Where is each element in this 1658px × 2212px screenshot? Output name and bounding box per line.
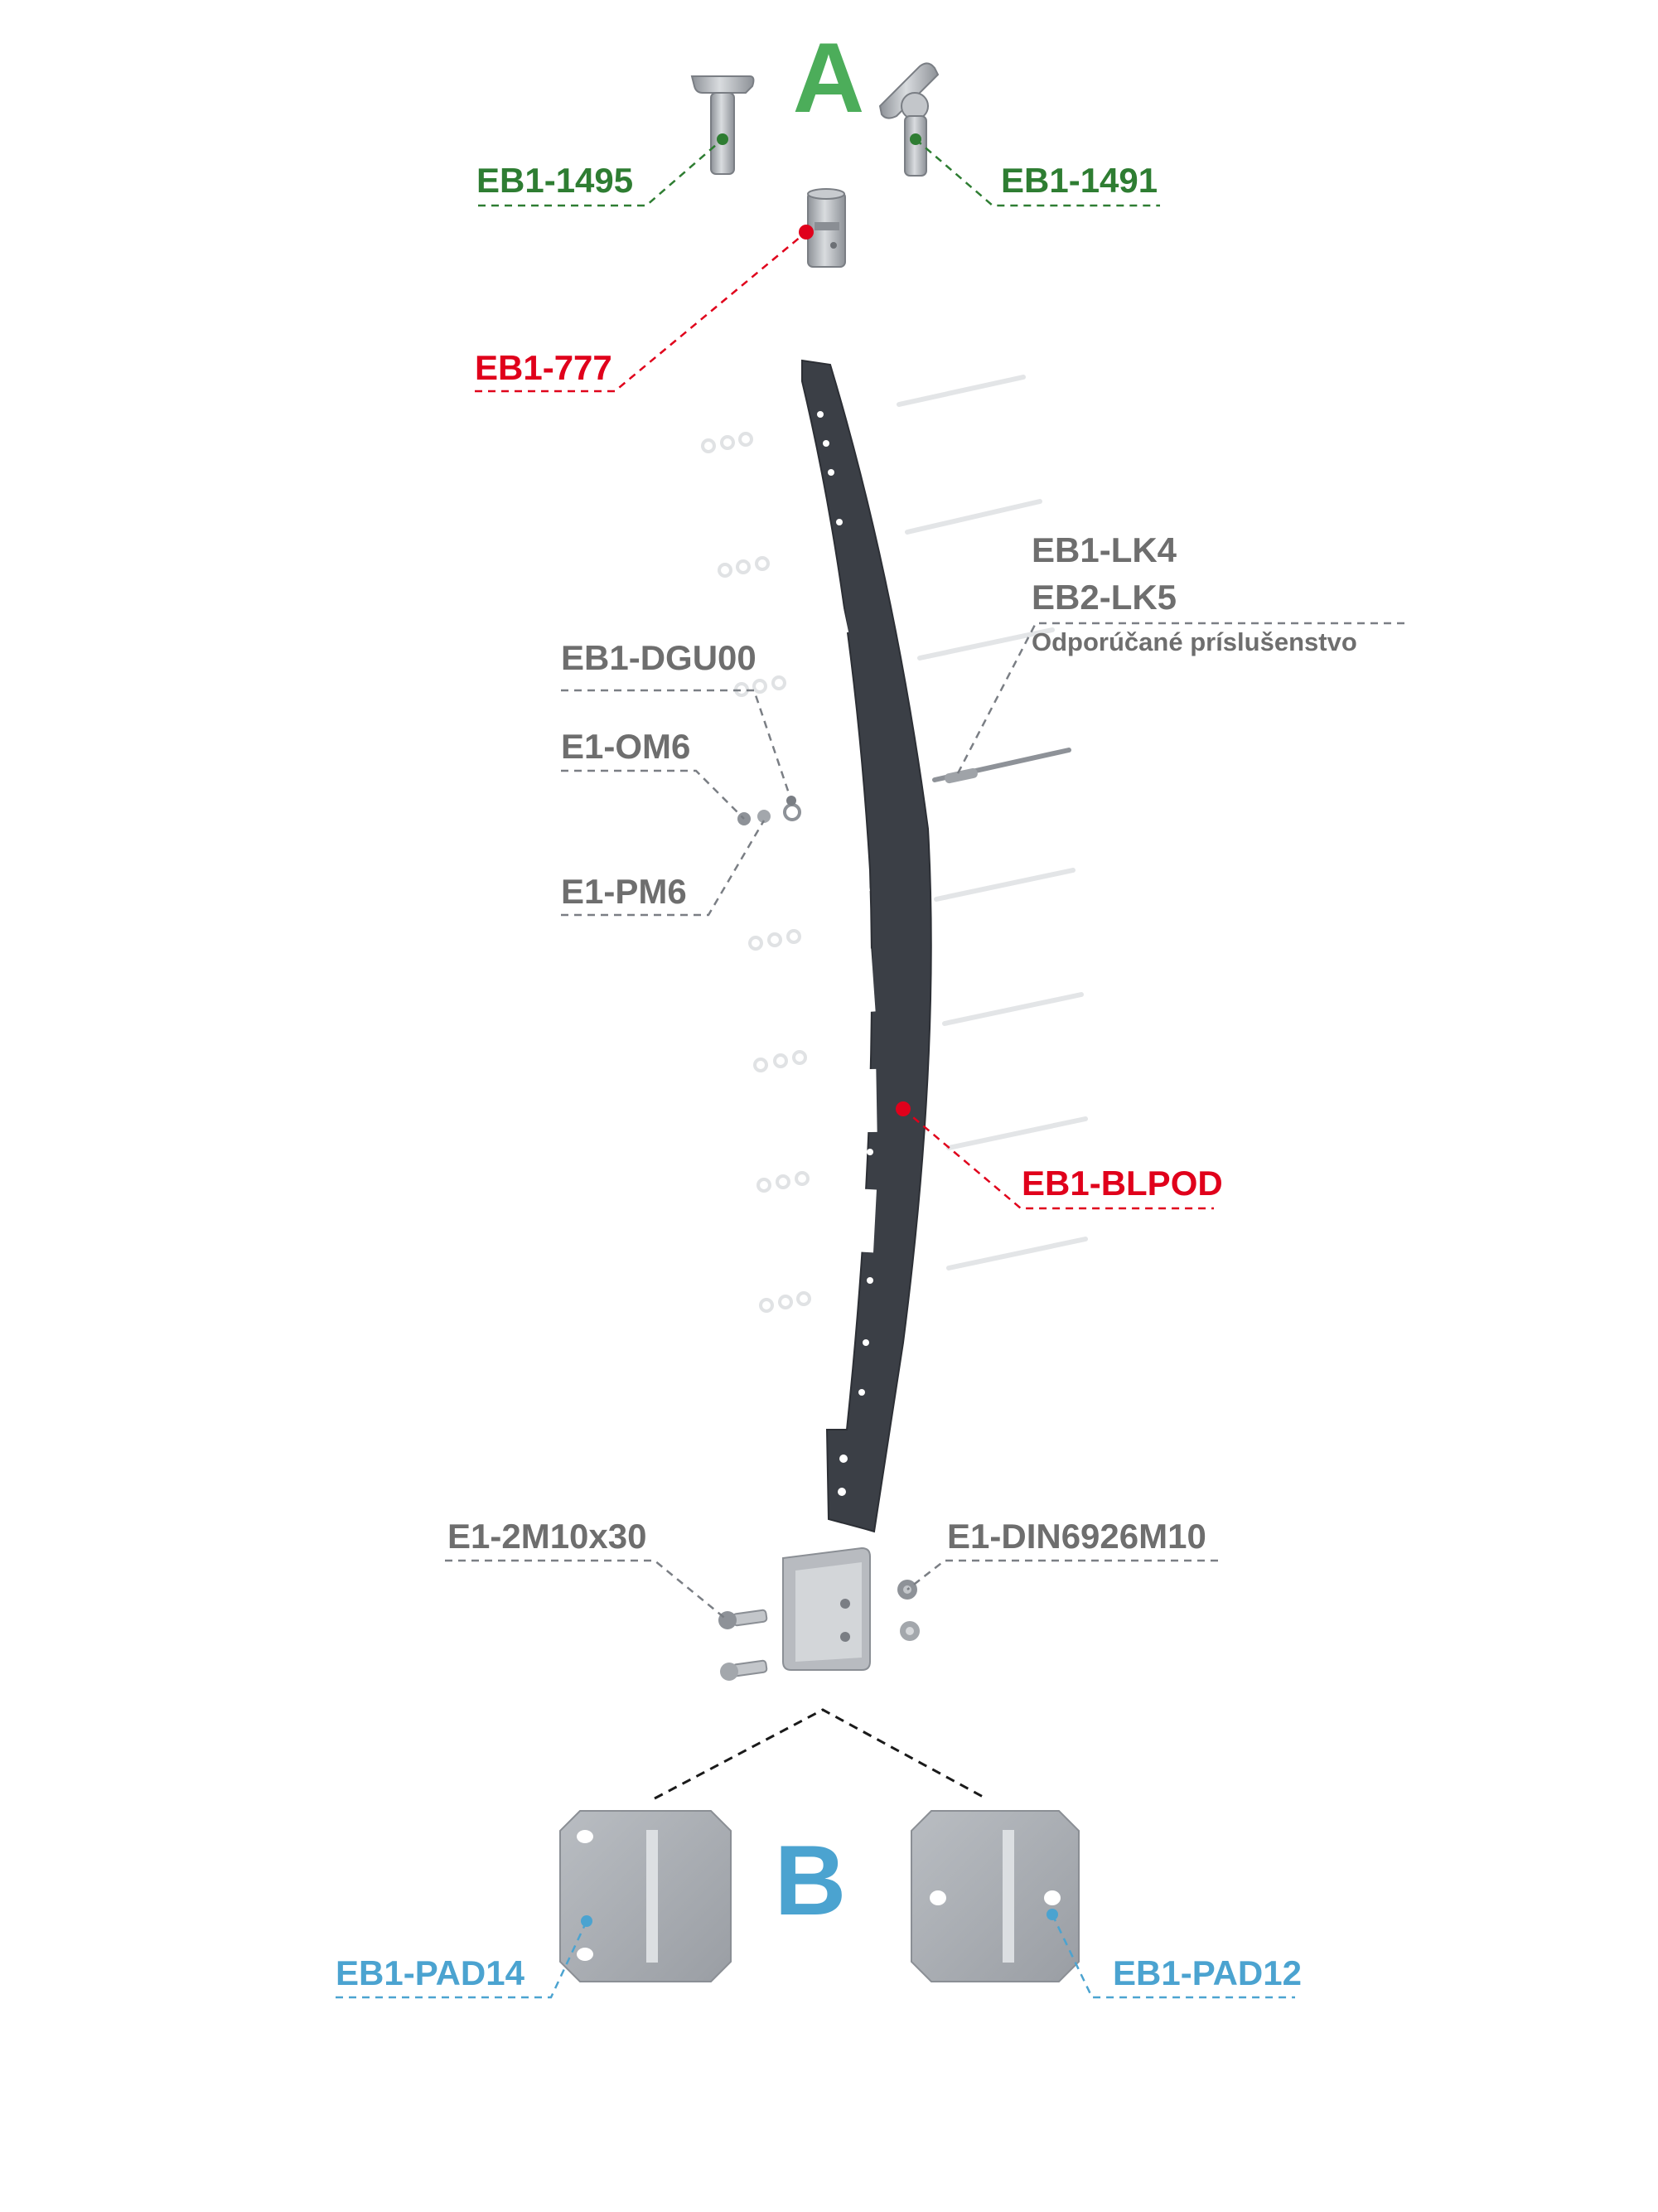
label-eb1-1491: EB1-1491	[1001, 161, 1158, 200]
label-eb1-pad14: EB1-PAD14	[336, 1953, 525, 1992]
cable-rod-icon	[932, 748, 1071, 784]
label-recommended-accessories: Odporúčané príslušenstvo	[1032, 627, 1357, 656]
label-eb1-pad12: EB1-PAD12	[1113, 1953, 1302, 1992]
base-bracket-icon	[782, 1546, 871, 1671]
label-eb2-lk5: EB2-LK5	[1032, 578, 1177, 617]
marker-eb1-pad12	[1047, 1909, 1058, 1920]
label-eb1-lk4: EB1-LK4	[1032, 530, 1177, 569]
label-eb1-777: EB1-777	[475, 348, 612, 387]
faint-fasteners	[701, 432, 811, 1313]
label-eb1-dgu00: EB1-DGU00	[561, 638, 756, 677]
leader-eb1-pad12	[1051, 1914, 1295, 1999]
leader-eb1-dgu00	[561, 689, 793, 801]
marker-eb1-pad14	[581, 1915, 592, 1927]
tube-connector-icon	[807, 188, 846, 268]
leader-e1-om6	[561, 769, 745, 820]
leader-base-options	[654, 1708, 987, 1800]
label-e1-om6: E1-OM6	[561, 727, 690, 766]
leader-eb1-blpod	[902, 1108, 1214, 1210]
leader-eb1-1491	[915, 138, 1160, 207]
t-saddle-icon	[690, 75, 755, 175]
marker-eb1-1491	[910, 133, 921, 145]
leader-eb1-lk4	[955, 622, 1404, 776]
marker-eb1-777	[799, 225, 814, 240]
curved-post-icon	[801, 359, 932, 1533]
section-a-letter: A	[793, 22, 865, 133]
screw-m10-icon	[718, 1609, 768, 1681]
leader-eb1-777	[475, 231, 807, 393]
leader-e1-din6926m10	[906, 1559, 1218, 1590]
leader-e1-2m10x30	[445, 1559, 728, 1621]
section-b-letter: B	[775, 1825, 847, 1936]
base-plate-12-icon	[911, 1810, 1080, 1982]
label-eb1-blpod: EB1-BLPOD	[1022, 1164, 1223, 1203]
marker-eb1-blpod	[896, 1101, 911, 1116]
leader-eb1-1495	[478, 138, 723, 207]
label-e1-pm6: E1-PM6	[561, 872, 687, 911]
tilting-saddle-icon	[878, 62, 940, 177]
base-plate-14-icon	[559, 1810, 732, 1982]
infill-rods	[897, 375, 1088, 1271]
leader-eb1-pad14	[336, 1920, 588, 1999]
label-e1-2m10x30: E1-2M10x30	[447, 1517, 647, 1556]
marker-eb1-1495	[717, 133, 728, 145]
label-eb1-1495: EB1-1495	[476, 161, 633, 200]
leader-e1-pm6	[561, 820, 766, 917]
label-e1-din6926m10: E1-DIN6926M10	[947, 1517, 1206, 1556]
